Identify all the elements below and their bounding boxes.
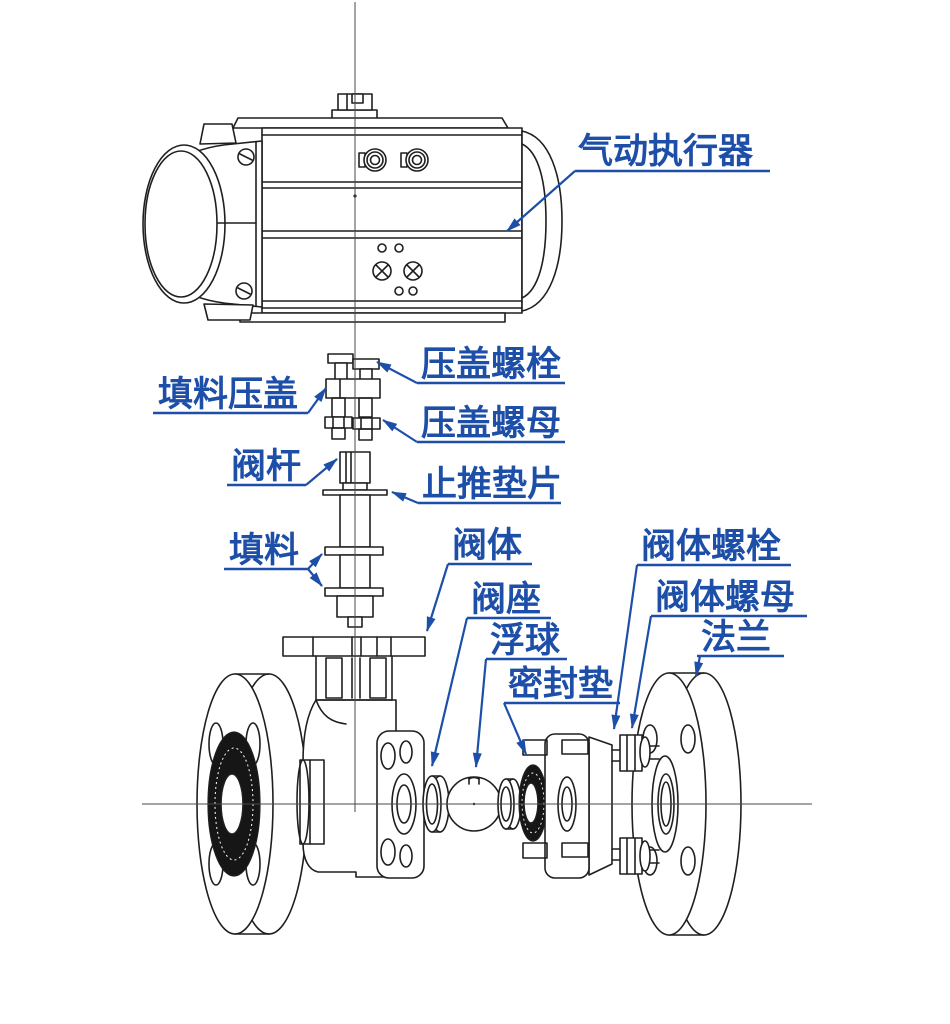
seal-gasket-drawing xyxy=(518,764,548,842)
body-stud-bottom-left xyxy=(522,842,548,859)
body-nut-top xyxy=(619,734,660,772)
body-hub xyxy=(299,759,325,845)
label-packing: 填料 xyxy=(229,531,299,570)
label-seal-gasket: 密封垫 xyxy=(508,664,613,704)
leader-lines xyxy=(153,169,807,768)
label-thrust-washer: 止推垫片 xyxy=(422,465,562,504)
packing-gland-plate xyxy=(325,378,381,399)
label-body-nut: 阀体螺母 xyxy=(655,578,795,617)
pneumatic-actuator-drawing xyxy=(142,93,563,323)
label-valve-stem: 阀杆 xyxy=(231,447,301,486)
air-port-left xyxy=(358,148,387,172)
label-packing-gland: 填料压盖 xyxy=(158,375,298,414)
body-cap-drawing xyxy=(522,733,622,879)
body-nut-assemblies xyxy=(619,734,660,875)
body-stud-bottom-right xyxy=(561,842,589,858)
mounting-screws xyxy=(372,243,423,296)
gland-bolt-left xyxy=(327,353,354,364)
gland-bolt-right xyxy=(352,358,380,370)
body-top-plate xyxy=(282,636,426,657)
body-yoke xyxy=(315,655,393,701)
actuator-right-cap xyxy=(521,130,563,312)
gland-assembly-drawing xyxy=(324,353,381,441)
gland-nut-right xyxy=(352,417,381,430)
body-nut-bottom xyxy=(619,837,660,875)
label-pneumatic-actuator: 气动执行器 xyxy=(578,132,754,171)
right-flange-drawing xyxy=(631,672,742,936)
cap-bolt-top xyxy=(237,148,255,166)
body-stud-top-right xyxy=(561,739,589,755)
packing-ring-1 xyxy=(324,546,384,556)
label-flange: 法兰 xyxy=(701,618,771,657)
label-body-bolt: 阀体螺栓 xyxy=(641,527,781,566)
label-gland-nut: 压盖螺母 xyxy=(421,404,561,443)
centerlines xyxy=(142,2,812,812)
label-floating-ball: 浮球 xyxy=(490,621,561,660)
label-valve-body: 阀体 xyxy=(452,526,522,565)
actuator-bottom-plate xyxy=(239,312,506,323)
actuator-left-cap xyxy=(142,123,263,321)
cap-bolt-bottom xyxy=(235,282,253,300)
actuator-top-plate xyxy=(232,117,509,129)
valve-body-drawing xyxy=(282,636,426,879)
air-port-right xyxy=(400,148,429,172)
part-labels: 气动执行器 填料压盖 压盖螺栓 压盖螺母 阀杆 止推垫片 填料 阀体 阀座 浮球… xyxy=(158,132,795,704)
label-gland-bolt: 压盖螺栓 xyxy=(421,345,561,384)
packing-ring-2 xyxy=(324,587,384,597)
label-valve-seat: 阀座 xyxy=(471,580,541,619)
actuator-body xyxy=(261,127,523,314)
gland-nut-left xyxy=(324,416,353,429)
